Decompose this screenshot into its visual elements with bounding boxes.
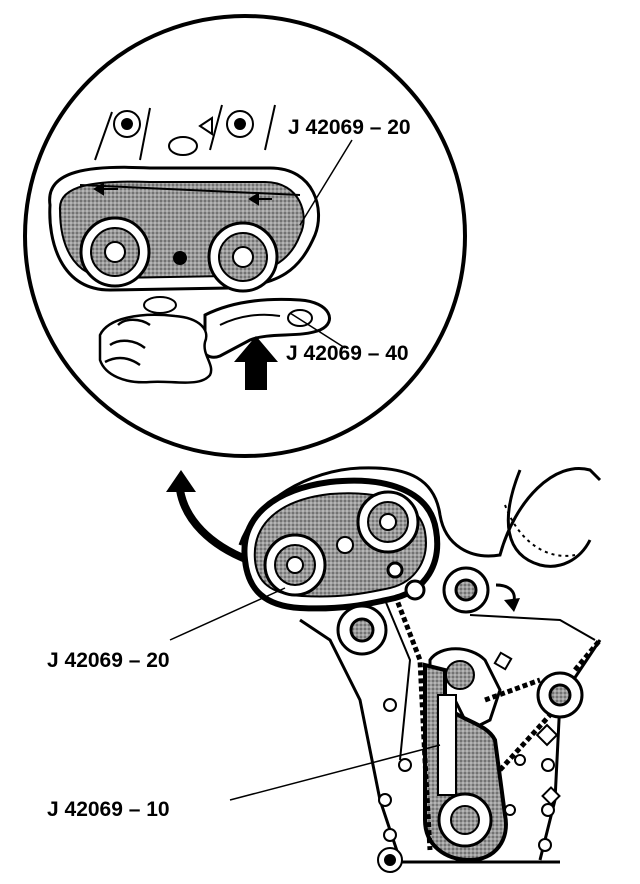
engine-bolts	[377, 698, 555, 873]
hand-illustration	[98, 313, 213, 384]
center-bolt	[173, 251, 187, 265]
callout-engine-tool-upper: J 42069 – 20	[47, 649, 170, 672]
callout-inset-tool-top: J 42069 – 20	[288, 116, 411, 139]
plate-direction-arrows	[93, 182, 272, 206]
callout-engine-tool-lower: J 42069 – 10	[47, 798, 170, 821]
rotation-arrow-icon	[495, 583, 520, 612]
engine-sprocket-right	[356, 490, 420, 554]
inset-lower-tool	[143, 296, 331, 359]
engine-leader-lines	[169, 587, 441, 801]
curved-arrow-icon	[166, 470, 250, 564]
inset-leader-lines	[289, 139, 353, 349]
cover-bolts	[113, 110, 254, 156]
callout-inset-tool-bottom: J 42069 – 40	[286, 342, 409, 365]
engine-sprocket-left	[263, 533, 327, 597]
engine-view	[169, 466, 602, 873]
inset-sprocket-left	[79, 216, 151, 288]
inset-view	[23, 14, 467, 458]
up-arrow-icon	[234, 336, 278, 390]
engine-outline	[238, 466, 602, 558]
engine-brackets	[493, 651, 561, 806]
engine-belt-runs	[392, 594, 602, 851]
cam-cover-lines	[94, 104, 276, 161]
inset-sprocket-right	[207, 221, 279, 293]
engine-idlers	[336, 561, 584, 719]
